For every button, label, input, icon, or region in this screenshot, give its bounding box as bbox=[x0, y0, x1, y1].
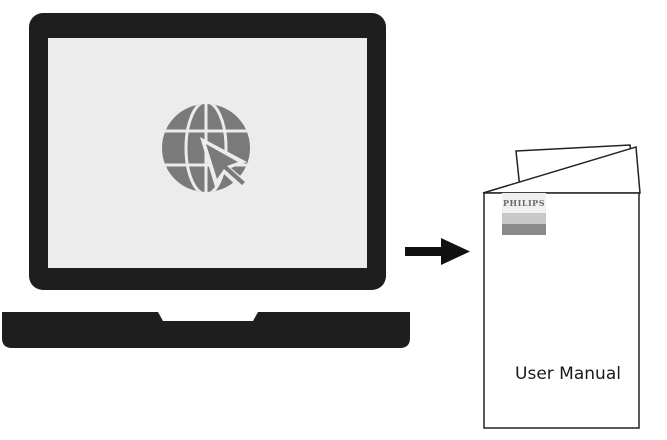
arrow-right-icon bbox=[405, 238, 470, 265]
manual-title: User Manual bbox=[515, 364, 621, 384]
laptop bbox=[2, 13, 410, 348]
globe-with-cursor-icon bbox=[162, 104, 251, 192]
manual-brand-logo: PHILIPS bbox=[502, 193, 546, 235]
laptop-base bbox=[2, 312, 410, 348]
user-manual-booklet: PHILIPS User Manual bbox=[482, 144, 641, 429]
manual-brand-text: PHILIPS bbox=[503, 198, 545, 208]
